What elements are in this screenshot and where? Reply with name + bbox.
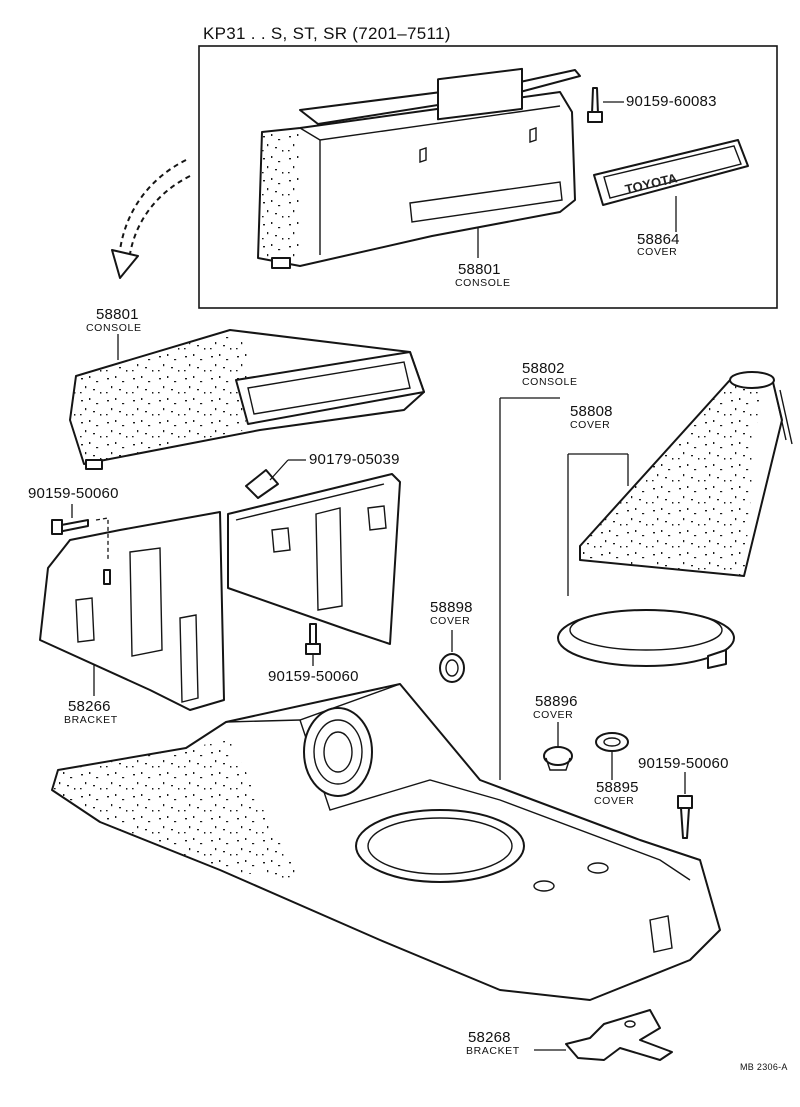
- screw-90159-50060-left: [51, 504, 109, 560]
- part-name-58802: CONSOLE: [522, 376, 578, 388]
- part-number-58864: 58864: [637, 231, 680, 248]
- part-number-58801: 58801: [96, 306, 139, 323]
- part-number-58898: 58898: [430, 599, 473, 616]
- part-name-58801-inset: CONSOLE: [455, 277, 511, 289]
- screw-90159-50060-mid: [305, 623, 321, 666]
- curved-arrow-icon: [111, 159, 191, 279]
- drawing-code: MB 2306-A: [740, 1062, 788, 1072]
- cover-58808: [557, 371, 793, 669]
- screw-90159-50060-right: [677, 772, 693, 839]
- rear-bracket: [227, 473, 401, 645]
- part-name-58864: COVER: [637, 246, 678, 258]
- part-name-58808: COVER: [570, 419, 611, 431]
- bracket-58268: [534, 1009, 673, 1061]
- part-number-90179-05039: 90179-05039: [309, 451, 400, 468]
- part-name-58895: COVER: [594, 795, 635, 807]
- console-58801: [69, 329, 425, 470]
- part-name-58266: BRACKET: [64, 714, 118, 726]
- inset-console-58801: [257, 67, 581, 269]
- part-name-58801: CONSOLE: [86, 322, 142, 334]
- part-name-58898: COVER: [430, 615, 471, 627]
- part-number-58808: 58808: [570, 403, 613, 420]
- part-number-90159-60083: 90159-60083: [626, 93, 717, 110]
- cover-58864: TOYOTA: [593, 139, 749, 232]
- inset-frame: [198, 45, 778, 309]
- screw-90159-60083: [587, 87, 624, 123]
- part-number-58801-inset: 58801: [458, 261, 501, 278]
- part-number-58268: 58268: [468, 1029, 511, 1046]
- part-name-58896: COVER: [533, 709, 574, 721]
- part-number-58896: 58896: [535, 693, 578, 710]
- diagram-title: KP31 . . S, ST, SR (7201–7511): [203, 24, 451, 43]
- cover-58898: [439, 630, 465, 683]
- part-number-90159-50060-right: 90159-50060: [638, 755, 729, 772]
- part-number-58895: 58895: [596, 779, 639, 796]
- console-58802: [51, 397, 721, 1001]
- cover-58896: [543, 722, 573, 771]
- part-number-90159-50060-left: 90159-50060: [28, 485, 119, 502]
- part-number-58802: 58802: [522, 360, 565, 377]
- part-number-58266: 58266: [68, 698, 111, 715]
- part-number-90159-50060-mid: 90159-50060: [268, 668, 359, 685]
- clip-90179-05039: [245, 459, 306, 499]
- cover-58895: [595, 732, 629, 780]
- part-name-58268: BRACKET: [466, 1045, 520, 1057]
- bracket-58266: [39, 511, 225, 711]
